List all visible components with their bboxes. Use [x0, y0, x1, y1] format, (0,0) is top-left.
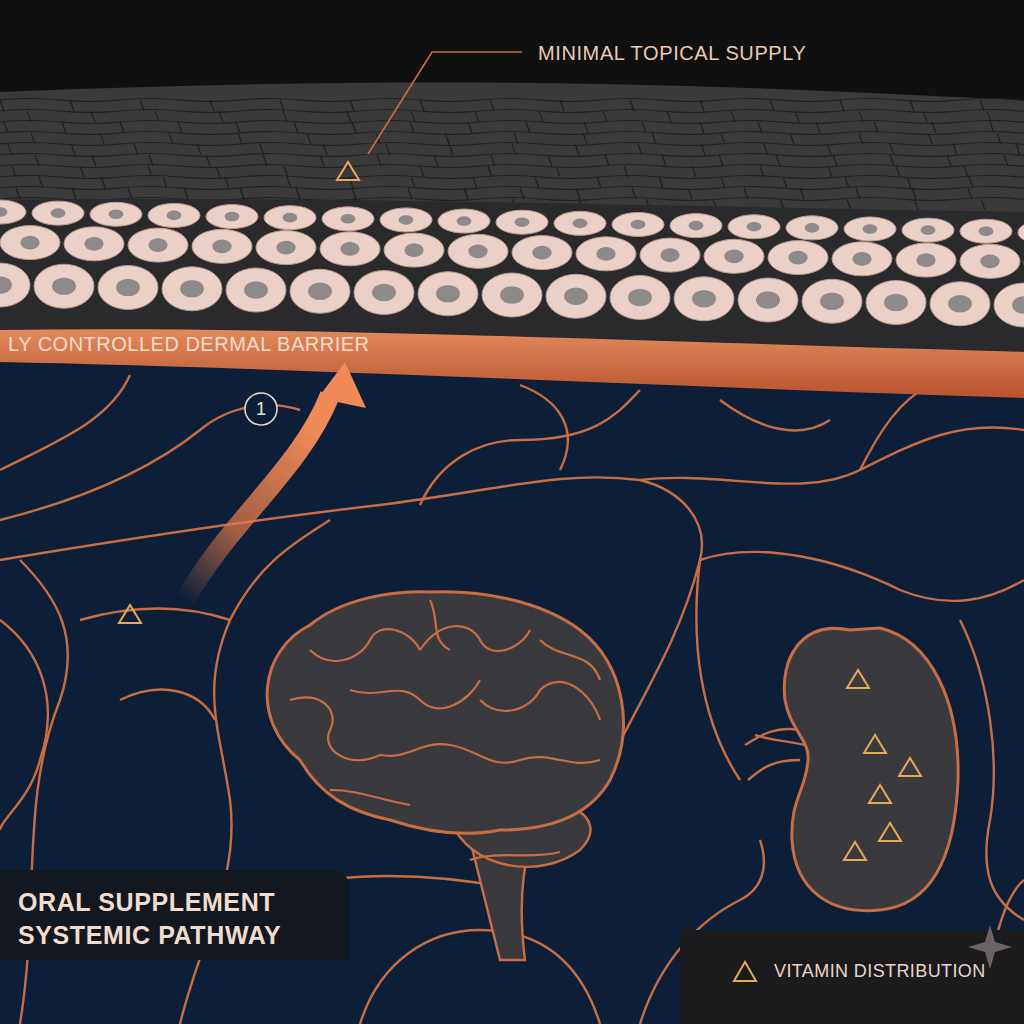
- cell-ground: [0, 199, 1024, 360]
- pathway-panel: [0, 870, 350, 960]
- legend-panel: [680, 930, 1024, 1024]
- legend-triangle: [732, 960, 758, 984]
- band-text: LY CONTROLLED DERMAL BARRIER: [8, 333, 370, 356]
- topical-label: MINIMAL TOPICAL SUPPLY: [538, 42, 806, 65]
- stratum-texture: [0, 99, 1024, 211]
- legend-text: VITAMIN DISTRIBUTION: [774, 961, 986, 982]
- barrier-band-label: LY CONTROLLED DERMAL BARRIER: [4, 331, 374, 358]
- dermal-barrier-band: [0, 329, 1024, 398]
- vitamin-markers: [119, 162, 921, 860]
- supply-arrow: [185, 395, 330, 600]
- vessel-ground: [0, 350, 1024, 1024]
- cell-layer: [0, 200, 1024, 327]
- arrow-head: [318, 362, 366, 408]
- callout-number: 1: [256, 399, 266, 420]
- blood-vessels: [0, 375, 1024, 1024]
- leader-line: [368, 52, 522, 154]
- kidney-illustration: [745, 628, 958, 911]
- callout-circle: [245, 393, 277, 425]
- pathway-label: ORAL SUPPLEMENT SYSTEMIC PATHWAY: [18, 886, 338, 951]
